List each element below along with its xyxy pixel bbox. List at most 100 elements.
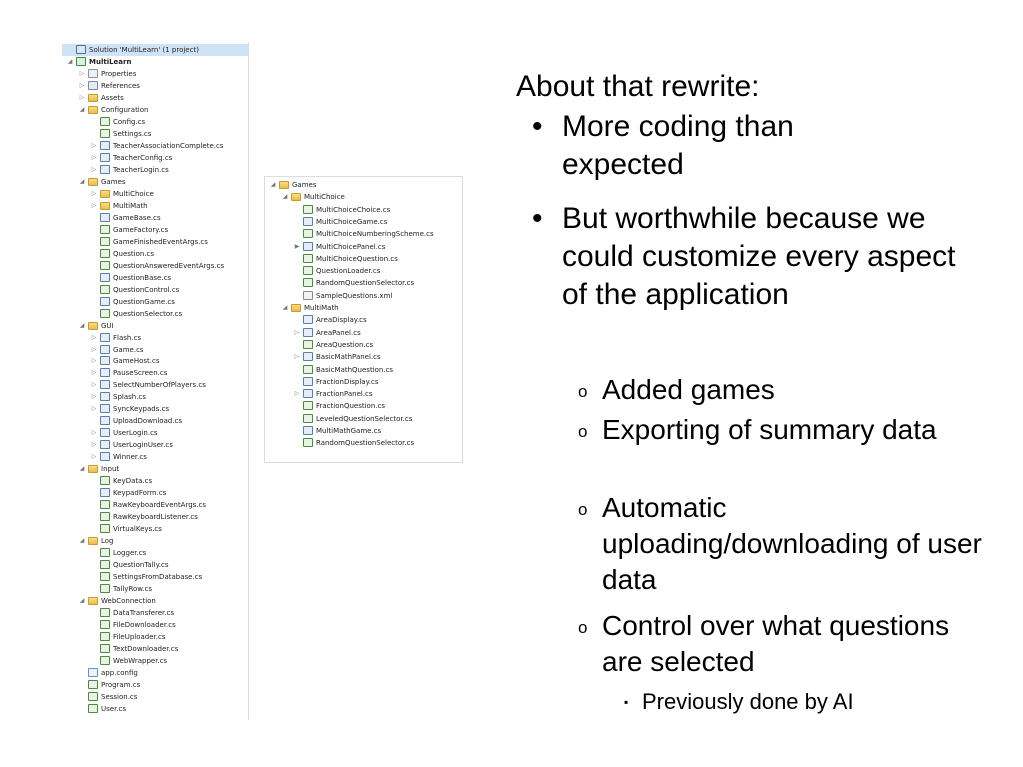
tree-item[interactable]: GameFinishedEventArgs.cs [62,236,248,248]
tree-item[interactable]: ▷GameHost.cs [62,355,248,367]
tree-item[interactable]: GameBase.cs [62,212,248,224]
tree-item[interactable]: ▷Assets [62,92,248,104]
expand-arrow-icon[interactable]: ▷ [91,333,97,341]
expand-arrow-icon[interactable]: ◢ [67,57,73,65]
tree-item[interactable]: Question.cs [62,248,248,260]
tree-item[interactable]: ▷Flash.cs [62,332,248,344]
expand-arrow-icon[interactable]: ▷ [91,441,97,449]
tree-item[interactable]: Logger.cs [62,547,248,559]
tree-item[interactable]: TallyRow.cs [62,583,248,595]
tree-item[interactable]: Settings.cs [62,128,248,140]
expand-arrow-icon[interactable]: ▷ [91,357,97,365]
expand-arrow-icon[interactable]: ◢ [282,304,288,311]
tree-item[interactable]: AreaQuestion.cs [265,339,462,351]
expand-arrow-icon[interactable]: ◢ [282,193,288,201]
tree-item[interactable]: ◢Games [62,176,248,188]
tree-item[interactable]: FileDownloader.cs [62,619,248,631]
tree-item[interactable]: MultiChoiceChoice.cs [265,204,462,216]
tree-item[interactable]: ▷TeacherLogin.cs [62,164,248,176]
expand-arrow-icon[interactable]: ▷ [91,393,97,401]
tree-item[interactable]: AreaDisplay.cs [265,314,462,326]
tree-item[interactable]: ▶MultiChoicePanel.cs [265,241,462,253]
tree-item[interactable]: TextDownloader.cs [62,643,248,655]
tree-item[interactable]: ◢MultiChoice [265,191,462,203]
expand-arrow-icon[interactable]: ▷ [91,381,97,389]
expand-arrow-icon[interactable]: ◢ [79,537,85,545]
tree-item[interactable]: ▷Properties [62,68,248,80]
tree-item[interactable]: ◢WebConnection [62,595,248,607]
tree-item[interactable]: MultiChoiceQuestion.cs [265,253,462,265]
expand-arrow-icon[interactable]: ▷ [79,69,85,77]
tree-item[interactable]: ▷UserLoginUser.cs [62,439,248,451]
expand-arrow-icon[interactable]: ◢ [270,181,276,188]
tree-item[interactable]: User.cs [62,703,248,715]
tree-item[interactable]: ▷UserLogin.cs [62,427,248,439]
tree-item[interactable]: FractionQuestion.cs [265,400,462,412]
expand-arrow-icon[interactable]: ▷ [91,141,97,149]
expand-arrow-icon[interactable]: ▷ [91,405,97,413]
tree-item[interactable]: QuestionControl.cs [62,284,248,296]
expand-arrow-icon[interactable]: ▷ [91,429,97,437]
tree-item[interactable]: ▷Splash.cs [62,391,248,403]
expand-arrow-icon[interactable]: ◢ [79,177,85,185]
tree-item[interactable]: ◢GUI [62,320,248,332]
tree-item[interactable]: ▷Game.cs [62,344,248,356]
tree-item[interactable]: FileUploader.cs [62,631,248,643]
tree-item[interactable]: MultiMathGame.cs [265,425,462,437]
expand-arrow-icon[interactable]: ▷ [294,390,300,398]
tree-item[interactable]: WebWrapper.cs [62,655,248,667]
tree-item[interactable]: QuestionBase.cs [62,272,248,284]
expand-arrow-icon[interactable]: ▷ [91,153,97,161]
expand-arrow-icon[interactable]: ◢ [79,105,85,113]
tree-item[interactable]: ▷BasicMathPanel.cs [265,351,462,363]
expand-arrow-icon[interactable]: ▶ [294,242,300,250]
expand-arrow-icon[interactable]: ◢ [79,465,85,473]
expand-arrow-icon[interactable]: ▷ [91,201,97,209]
tree-item[interactable]: MultiChoiceGame.cs [265,216,462,228]
expand-arrow-icon[interactable]: ▷ [91,345,97,353]
tree-item[interactable]: ▷MultiChoice [62,188,248,200]
tree-item[interactable]: Solution 'MultiLearn' (1 project) [62,44,248,56]
expand-arrow-icon[interactable]: ▷ [294,328,300,336]
tree-item[interactable]: SampleQuestions.xml [265,290,462,302]
tree-item[interactable]: ◢Input [62,463,248,475]
tree-item[interactable]: ▷FractionPanel.cs [265,388,462,400]
tree-item[interactable]: VirtualKeys.cs [62,523,248,535]
tree-item[interactable]: DataTransferer.cs [62,607,248,619]
tree-item[interactable]: KeypadForm.cs [62,487,248,499]
expand-arrow-icon[interactable]: ▷ [79,93,85,101]
expand-arrow-icon[interactable]: ▷ [91,189,97,197]
tree-item[interactable]: GameFactory.cs [62,224,248,236]
tree-item[interactable]: LeveledQuestionSelector.cs [265,413,462,425]
tree-item[interactable]: QuestionAnsweredEventArgs.cs [62,260,248,272]
tree-item[interactable]: QuestionTally.cs [62,559,248,571]
expand-arrow-icon[interactable]: ◢ [79,321,85,329]
tree-item[interactable]: Config.cs [62,116,248,128]
tree-item[interactable]: app.config [62,667,248,679]
tree-item[interactable]: SettingsFromDatabase.cs [62,571,248,583]
tree-item[interactable]: ▷AreaPanel.cs [265,327,462,339]
tree-item[interactable]: ◢MultiMath [265,302,462,314]
tree-item[interactable]: MultiChoiceNumberingScheme.cs [265,228,462,240]
tree-item[interactable]: RandomQuestionSelector.cs [265,437,462,449]
tree-item[interactable]: UploadDownload.cs [62,415,248,427]
tree-item[interactable]: ▷PauseScreen.cs [62,367,248,379]
tree-item[interactable]: ▷TeacherAssociationComplete.cs [62,140,248,152]
tree-item[interactable]: ◢MultiLearn [62,56,248,68]
tree-item[interactable]: ▷Winner.cs [62,451,248,463]
tree-item[interactable]: ▷SyncKeypads.cs [62,403,248,415]
tree-item[interactable]: ◢Log [62,535,248,547]
expand-arrow-icon[interactable]: ▷ [294,353,300,361]
tree-item[interactable]: ▷TeacherConfig.cs [62,152,248,164]
tree-item[interactable]: ▷MultiMath [62,200,248,212]
tree-item[interactable]: RawKeyboardEventArgs.cs [62,499,248,511]
tree-item[interactable]: BasicMathQuestion.cs [265,364,462,376]
expand-arrow-icon[interactable]: ▷ [91,165,97,173]
expand-arrow-icon[interactable]: ▷ [91,369,97,377]
tree-item[interactable]: ▷References [62,80,248,92]
expand-arrow-icon[interactable]: ▷ [91,453,97,461]
tree-item[interactable]: QuestionSelector.cs [62,308,248,320]
tree-item[interactable]: QuestionLoader.cs [265,265,462,277]
tree-item[interactable]: Program.cs [62,679,248,691]
expand-arrow-icon[interactable]: ◢ [79,597,85,605]
